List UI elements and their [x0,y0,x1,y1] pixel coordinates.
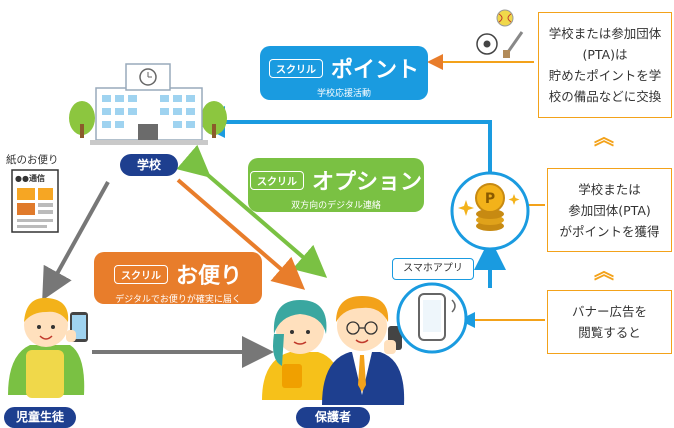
brand-tag: スクリル [249,170,304,190]
parents-illustration [262,296,405,405]
brand-tag: スクリル [268,58,323,78]
letter-callout: スクリルお便り デジタルでお便りが確実に届く [94,252,262,305]
point-flow-arrow [193,106,506,288]
paper-letter-icon [11,169,59,233]
point-subtitle: 学校応援活動 [316,89,371,99]
paper-letter-label: 紙のお便り [6,154,59,166]
letter-title: お便り [175,264,242,289]
letter-arrow [176,178,306,290]
option-title: オプション [311,170,422,195]
smartphone-app-label: スマホアプリ [392,258,474,280]
school-to-student-arrow [42,181,110,301]
chevron-up-icon: ︽ [594,125,614,149]
student-illustration [8,297,88,398]
student-label: 児童生徒 [4,407,76,428]
svg-text:P: P [485,191,495,207]
option-subtitle: 双方向のデジタル連絡 [291,201,381,211]
parent-label: 保護者 [296,407,370,428]
point-coin-icon: P [450,171,530,251]
info-box-banner: バナー広告を 閲覧すると [547,290,672,354]
info-box-earn: 学校または 参加団体(PTA) がポイントを獲得 [547,168,672,252]
school-equipment-icon [476,9,524,58]
school-building-icon [69,63,227,145]
paper-doc-header: ●●通信 [15,174,45,183]
letter-subtitle: デジタルでお便りが確実に届く [115,295,241,305]
point-title: ポイント [330,58,419,83]
info-box-exchange: 学校または参加団体 (PTA)は 貯めたポイントを学 校の備品などに交換 [538,12,672,118]
smartphone-icon [396,282,468,354]
point-callout: スクリルポイント 学校応援活動 [260,46,428,100]
option-callout: スクリルオプション 双方向のデジタル連絡 [248,158,424,212]
chevron-up-icon: ︽ [594,259,614,283]
school-label: 学校 [120,154,178,176]
brand-tag: スクリル [113,264,168,284]
option-bidirectional-arrow [176,144,328,278]
